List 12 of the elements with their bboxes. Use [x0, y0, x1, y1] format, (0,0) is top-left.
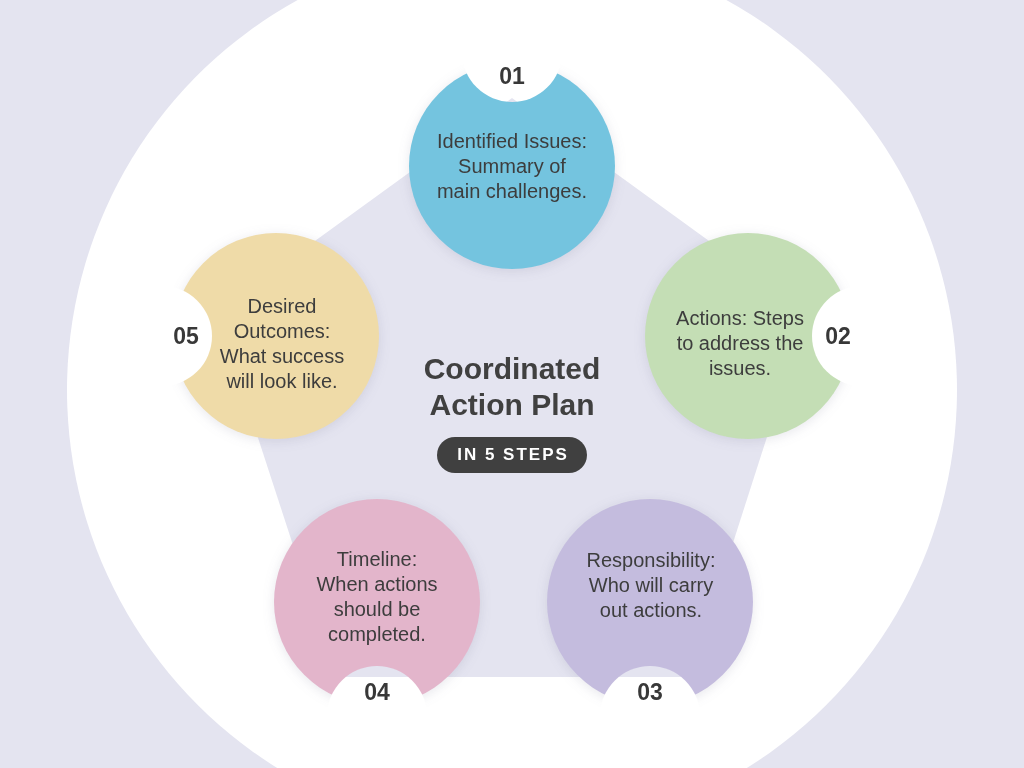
step-number: 03 [637, 679, 663, 705]
step-number: 05 [173, 323, 199, 349]
step-description: Timeline: When actions should be completed. [315, 547, 439, 647]
step-number: 04 [364, 679, 390, 705]
subtitle-pill: IN 5 STEPS [437, 437, 587, 473]
heading-text: Coordinated Action Plan [422, 351, 602, 423]
step-description: Identified Issues: Summary of main challenges. [435, 128, 589, 204]
step-description: Responsibility: Who will carry out actions. [585, 547, 717, 623]
step-description: Desired Outcomes: What success will look like. [218, 294, 346, 394]
step-number: 01 [499, 63, 525, 89]
step-number: 02 [825, 323, 851, 349]
step-description: Actions: Steps to address the issues. [675, 305, 805, 381]
